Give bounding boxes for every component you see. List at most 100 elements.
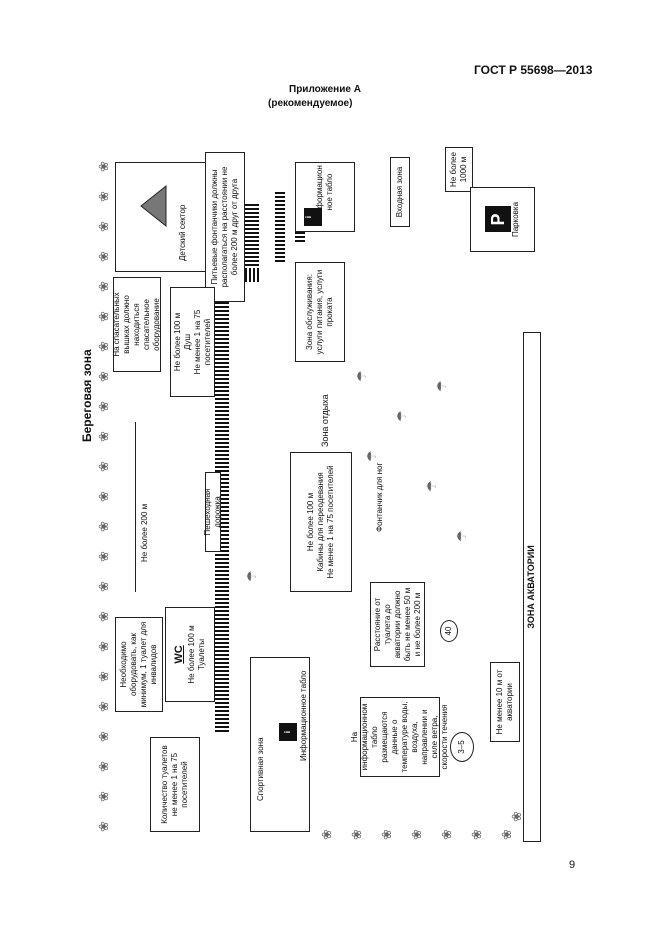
shower-dist-text: Не более 100 м	[172, 312, 182, 372]
toilet-water-box: Расстояние от туалета до акватории должн…	[370, 582, 425, 667]
sunbed-icon: ☂	[354, 370, 369, 382]
tree-icon: ❀	[439, 829, 454, 840]
tree-icon: ❀	[96, 191, 111, 202]
sunbed-icon: ☂	[424, 480, 439, 492]
dist-200-arrow	[135, 422, 136, 592]
rescue-note-box: На спасательных вышках должно находиться…	[112, 277, 161, 372]
entrance-path	[275, 192, 285, 262]
tree-icon: ❀	[96, 581, 111, 592]
foot-fountain-label: Фонтанчик для ног	[375, 462, 384, 532]
sea-zone-label: ЗОНА АКВАТОРИИ	[523, 332, 541, 842]
parking-box: P Парковка	[470, 187, 535, 252]
tree-icon: ❀	[96, 371, 111, 382]
tree-icon: ❀	[96, 611, 111, 622]
shower-box: Не более 100 м Душ Не менее 1 на 75 посе…	[170, 287, 215, 397]
info-icon: i	[279, 723, 297, 741]
tree-icon: ❀	[509, 811, 524, 822]
sea-zone-text: ЗОНА АКВАТОРИИ	[526, 545, 537, 629]
drink-fountains-box: Питьевые фонтанчики должны располагаться…	[205, 152, 245, 302]
tree-icon: ❀	[96, 461, 111, 472]
board-data-text: На информационном табло размещаются данн…	[350, 701, 449, 773]
disabled-note-box: Необходимо оборудовать, как минимум, 1 т…	[115, 617, 163, 712]
kids-center-label: Детский сектор	[178, 204, 187, 261]
shower-text: Душ	[182, 334, 192, 351]
walkway-label-box: Пешеходная дорожка	[203, 472, 222, 552]
dist-40-marker: 40	[440, 620, 458, 642]
appendix-subtitle: (рекомендуемое)	[268, 98, 353, 109]
tree-icon: ❀	[96, 701, 111, 712]
toilet-water-text: Расстояние от туалета до акватории должн…	[372, 587, 422, 662]
tree-icon: ❀	[96, 791, 111, 802]
tree-icon: ❀	[96, 551, 111, 562]
playground-icon	[140, 184, 167, 228]
board-data-box: На информационном табло размещаются данн…	[350, 697, 449, 777]
tree-icon: ❀	[499, 829, 514, 840]
dist-40-text: 40	[444, 626, 453, 636]
page-number: 9	[569, 859, 576, 871]
service-zone-text: Зона обслуживания: услуги питания, услуг…	[305, 269, 334, 355]
rescue-note-text: На спасательных вышках должно находиться…	[112, 292, 161, 357]
parking-text: Парковка	[510, 201, 520, 238]
entrance-text: Входная зона	[395, 166, 404, 218]
tree-icon: ❀	[96, 311, 111, 322]
tree-icon: ❀	[96, 641, 111, 652]
shower-ratio-text: Не менее 1 на 75 посетителей	[192, 309, 212, 375]
info-board-top-box: i Информацион ное табло	[295, 162, 355, 232]
tree-icon: ❀	[96, 251, 111, 262]
tree-icon: ❀	[96, 521, 111, 532]
entrance-box: Входная зона	[390, 157, 410, 227]
tree-icon: ❀	[96, 821, 111, 832]
dist-3-5-text: 3–5	[457, 740, 466, 754]
sunbed-icon: ☂	[244, 570, 259, 582]
tree-icon: ❀	[96, 431, 111, 442]
tree-icon: ❀	[96, 731, 111, 742]
cabins-box: Не более 100 м Кабины для переодевания Н…	[290, 452, 352, 592]
toilet-count-box: Количество туалетов не менее 1 на 75 пос…	[150, 737, 200, 832]
tree-icon: ❀	[379, 829, 394, 840]
tree-icon: ❀	[409, 829, 424, 840]
tree-icon: ❀	[96, 761, 111, 772]
sunbed-icon: ☂	[364, 450, 379, 462]
info-icon: i	[304, 208, 322, 226]
service-zone-box: Зона обслуживания: услуги питания, услуг…	[295, 262, 345, 362]
toilet-count-text: Количество туалетов не менее 1 на 75 пос…	[160, 745, 189, 824]
sunbed-icon: ☂	[434, 380, 449, 392]
sunbed-icon: ☂	[454, 530, 469, 542]
tree-icon: ❀	[469, 829, 484, 840]
dist-200-label: Не более 200 м	[140, 503, 149, 562]
zone-title: Береговая зона	[80, 349, 94, 442]
rest-zone-label: Зона отдыха	[320, 394, 330, 447]
disabled-note-text: Необходимо оборудовать, как минимум, 1 т…	[119, 621, 158, 708]
toilet-dist-text: Не более 100 м	[186, 625, 196, 684]
tree-icon: ❀	[96, 401, 111, 412]
appendix-title: Приложение А	[289, 84, 361, 95]
tree-icon: ❀	[319, 829, 334, 840]
tree-icon: ❀	[96, 491, 111, 502]
tree-icon: ❀	[96, 221, 111, 232]
tree-icon: ❀	[96, 161, 111, 172]
parking-icon: P	[484, 206, 511, 233]
drink-fountains-text: Питьевые фонтанчики должны располагаться…	[210, 166, 239, 288]
tree-icon: ❀	[96, 281, 111, 292]
sunbed-icon: ☂	[394, 410, 409, 422]
dist-1000-box: Не более 1000 м	[445, 147, 473, 192]
walkway-text: Пешеходная дорожка	[203, 488, 222, 536]
wc-icon: WC	[173, 645, 186, 664]
beach-zoning-diagram: Береговая зона ❀ ❀ ❀ ❀ ❀ ❀ ❀ ❀ ❀ ❀ ❀ ❀ ❀…	[80, 142, 555, 842]
tree-icon: ❀	[96, 341, 111, 352]
cabin-ratio-text: Не менее 1 на 75 посетителей	[326, 465, 335, 579]
cabin-dist-text: Не более 100 м	[306, 492, 315, 552]
dist-10-box: Не менее 10 м от акватории	[490, 662, 520, 742]
cabins-text: Кабины для переодевания	[316, 472, 325, 572]
info-board-bottom-text: Информационное табло	[299, 670, 308, 761]
dist-3-5-marker: 3–5	[450, 732, 474, 762]
dist-1000-text: Не более 1000 м	[449, 152, 468, 187]
dist-10-text: Не менее 10 м от акватории	[495, 669, 514, 735]
sport-zone-text: Спортивная зона	[256, 737, 265, 801]
standard-number: ГОСТ Р 55698—2013	[474, 63, 593, 77]
toilets-text: Туалеты	[196, 638, 206, 671]
kids-center-box: Детский сектор	[115, 162, 210, 272]
toilets-box: WC Не более 100 м Туалеты	[165, 607, 215, 702]
sport-zone-box: Спортивная зона i Информационное табло	[250, 657, 310, 832]
tree-icon: ❀	[96, 671, 111, 682]
